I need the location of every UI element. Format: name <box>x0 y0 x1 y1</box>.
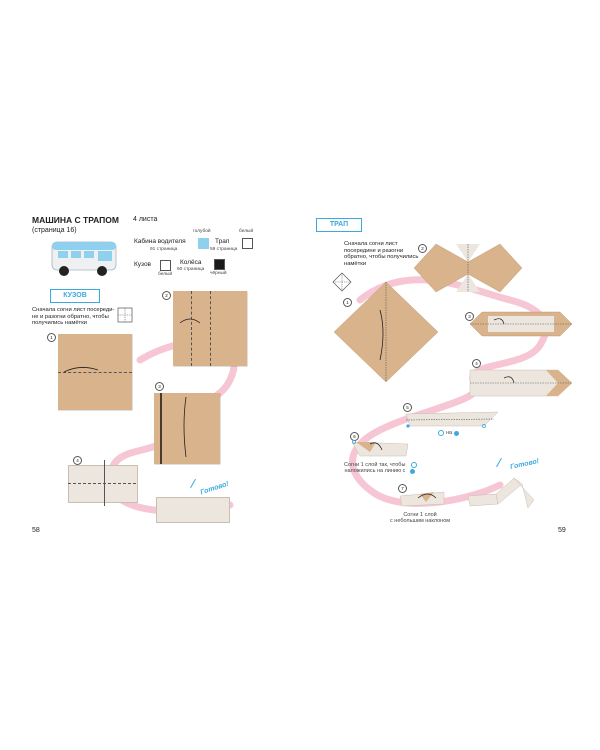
legend-color-white-bottom: белый <box>158 272 173 277</box>
right-step-5-paper <box>405 411 499 428</box>
right-result-paper <box>467 477 535 509</box>
left-step-4-crease <box>68 483 136 484</box>
step6-filled-dot-icon <box>410 469 415 474</box>
legend-color-black: чёрный <box>210 271 227 276</box>
page-subtitle: (страница 16) <box>32 227 77 234</box>
left-step-3-paper <box>154 393 220 464</box>
left-page-number: 58 <box>32 527 40 534</box>
step5-filled-dot-icon <box>454 431 459 436</box>
left-instruction: Сначала согни лист посереди- не и разогн… <box>32 307 115 327</box>
left-step-2-arrow <box>179 318 201 324</box>
page-title: МАШИНА С ТРАПОМ <box>32 215 119 225</box>
section-tag-body: КУЗОВ <box>50 289 100 303</box>
right-step-6-paper <box>351 440 409 457</box>
legend-cabin-label: Кабина водителя <box>134 238 186 245</box>
left-step-2-crease-b <box>210 291 211 366</box>
legend-body-label: Кузов <box>134 261 152 268</box>
legend-wheels-label: Колёса <box>180 259 202 266</box>
left-result-paper <box>156 497 230 523</box>
legend-body-swatch <box>160 260 171 271</box>
section-tag-ramp: ТРАП <box>316 218 362 232</box>
left-step-1-arrow <box>63 367 99 373</box>
right-step-5-note: на <box>446 430 453 436</box>
left-step-3-number: 3 <box>155 382 164 391</box>
right-step-4-number: 4 <box>472 359 481 368</box>
legend-color-blue: голубой <box>193 229 211 234</box>
right-step-2-number: 2 <box>418 244 427 253</box>
right-step-6-note: Согни 1 слой так, чтобы наложились на ли… <box>344 462 406 475</box>
left-pink-path <box>106 338 238 515</box>
legend-wheels-swatch <box>214 259 225 270</box>
right-step-1-paper <box>333 281 439 383</box>
left-step-4-paper <box>68 465 138 503</box>
legend-ramp-label: Трап <box>215 238 230 245</box>
legend-cabin-page: 91 страница <box>150 247 178 252</box>
right-instruction: Сначала согни лист посередине и разогни … <box>344 241 419 267</box>
right-step-7-note: Согни 1 слой с небольшим наклоном <box>390 512 451 525</box>
legend-color-white-top: белый <box>239 229 254 234</box>
right-step-2-paper <box>413 243 523 293</box>
right-step-4-paper <box>469 369 573 397</box>
left-step-1-crease <box>58 372 132 373</box>
legend-wheels-page: 60 страница <box>177 267 205 272</box>
right-step-5-number: 5 <box>403 403 412 412</box>
right-step-7-paper <box>399 491 445 507</box>
crease-icon <box>117 307 133 323</box>
bus-illustration <box>51 241 117 276</box>
left-step-4-number: 4 <box>73 456 82 465</box>
step5-open-dot-icon <box>438 430 444 436</box>
left-step-4-fold-line <box>104 460 105 506</box>
right-page-number: 59 <box>558 527 566 534</box>
right-step-7-number: 7 <box>398 484 407 493</box>
sheets-count: 4 листа <box>133 216 158 223</box>
right-step-3-paper <box>469 311 573 337</box>
right-step-3-number: 3 <box>465 312 474 321</box>
legend-cabin-swatch <box>198 238 209 249</box>
legend-ramp-swatch <box>242 238 253 249</box>
left-step-2-crease-a <box>191 291 192 366</box>
right-step-1-number: 1 <box>343 298 352 307</box>
left-step-1-number: 1 <box>47 333 56 342</box>
legend-ramp-page: 59 страница <box>210 247 238 252</box>
left-step-3-edge <box>160 393 162 464</box>
left-step-3-arrow <box>183 396 187 458</box>
left-step-2-number: 2 <box>162 291 171 300</box>
step6-open-dot-icon <box>411 462 417 468</box>
right-crease-icon <box>332 272 352 292</box>
